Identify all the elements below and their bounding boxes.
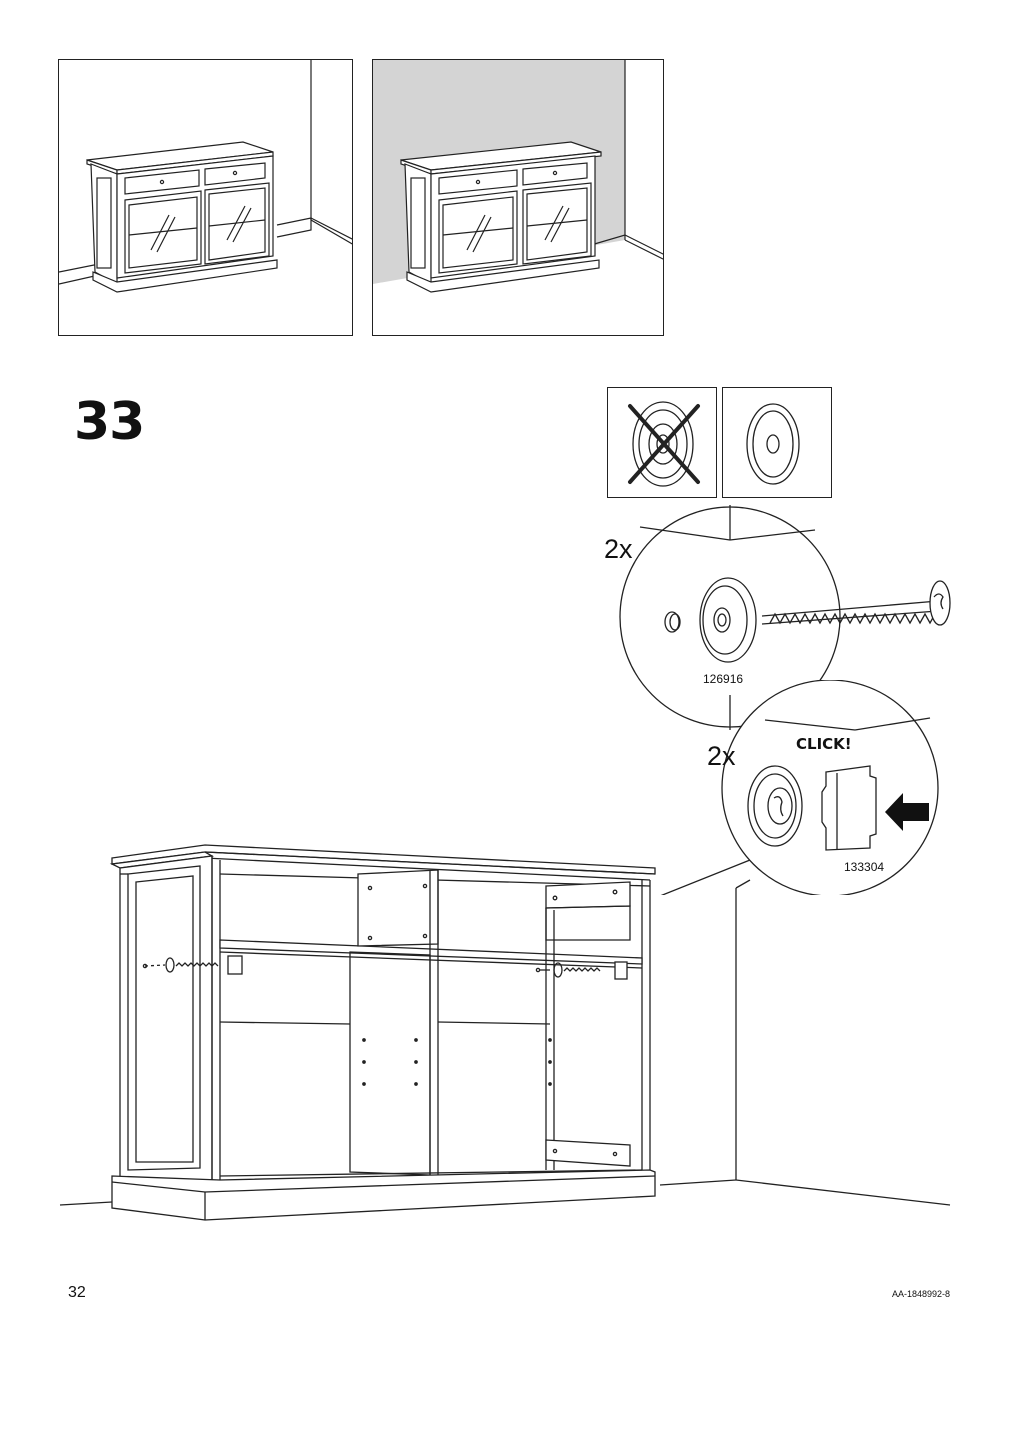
page-number: 32	[68, 1284, 86, 1301]
spacer-icon	[746, 403, 800, 485]
click-detail-illustration	[660, 680, 939, 895]
correct-orientation-box	[722, 387, 832, 498]
screw-detail-illustration	[619, 505, 951, 730]
cabinet-main-illustration	[59, 844, 951, 1221]
wrong-orientation-box	[607, 387, 717, 498]
sideboard-against-wall-illustration	[373, 60, 663, 293]
screw-part-number: 126916	[703, 672, 744, 686]
screw-quantity: 2x	[604, 534, 633, 564]
bracket-quantity: 2x	[707, 741, 736, 771]
document-code: AA-1848992-8	[891, 1289, 950, 1299]
room-view-panel-right	[372, 59, 664, 336]
sideboard-in-room-illustration	[59, 60, 352, 293]
room-view-panel-left	[58, 59, 353, 336]
bracket-part-number: 133304	[844, 860, 885, 874]
arrow-left-icon	[885, 793, 929, 831]
step-number: 33	[74, 392, 145, 452]
click-label: CLICK!	[796, 735, 852, 753]
crossed-out-spacer-icon	[628, 401, 700, 487]
